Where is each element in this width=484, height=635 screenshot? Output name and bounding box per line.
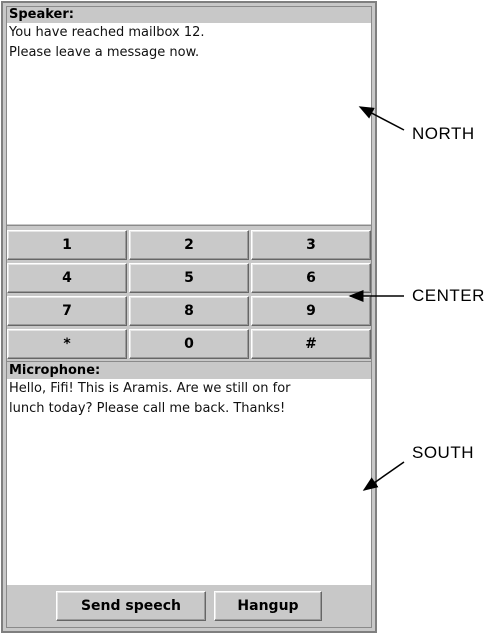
window-frame: Speaker: You have reached mailbox 12. Pl… [6, 6, 372, 628]
button-bar: Send speech Hangup [7, 585, 371, 627]
key-hash[interactable]: # [251, 329, 371, 359]
key-8[interactable]: 8 [129, 296, 249, 326]
key-6[interactable]: 6 [251, 263, 371, 293]
key-5[interactable]: 5 [129, 263, 249, 293]
microphone-label: Microphone: [7, 363, 371, 379]
phone-window: Speaker: You have reached mailbox 12. Pl… [1, 1, 377, 633]
key-9[interactable]: 9 [251, 296, 371, 326]
center-annotation: CENTER [412, 286, 484, 305]
key-2[interactable]: 2 [129, 230, 249, 260]
microphone-text-area[interactable]: Hello, Fifi! This is Aramis. Are we stil… [7, 379, 371, 585]
south-annotation: SOUTH [412, 443, 474, 462]
north-annotation: NORTH [412, 124, 475, 143]
hangup-button[interactable]: Hangup [214, 591, 322, 621]
speaker-label: Speaker: [7, 7, 371, 23]
key-4[interactable]: 4 [7, 263, 127, 293]
key-7[interactable]: 7 [7, 296, 127, 326]
key-3[interactable]: 3 [251, 230, 371, 260]
keypad: 1 2 3 4 5 6 7 8 9 * 0 # [7, 225, 371, 362]
send-speech-button[interactable]: Send speech [56, 591, 206, 621]
key-star[interactable]: * [7, 329, 127, 359]
key-1[interactable]: 1 [7, 230, 127, 260]
key-0[interactable]: 0 [129, 329, 249, 359]
speaker-text-area[interactable]: You have reached mailbox 12. Please leav… [7, 23, 371, 224]
